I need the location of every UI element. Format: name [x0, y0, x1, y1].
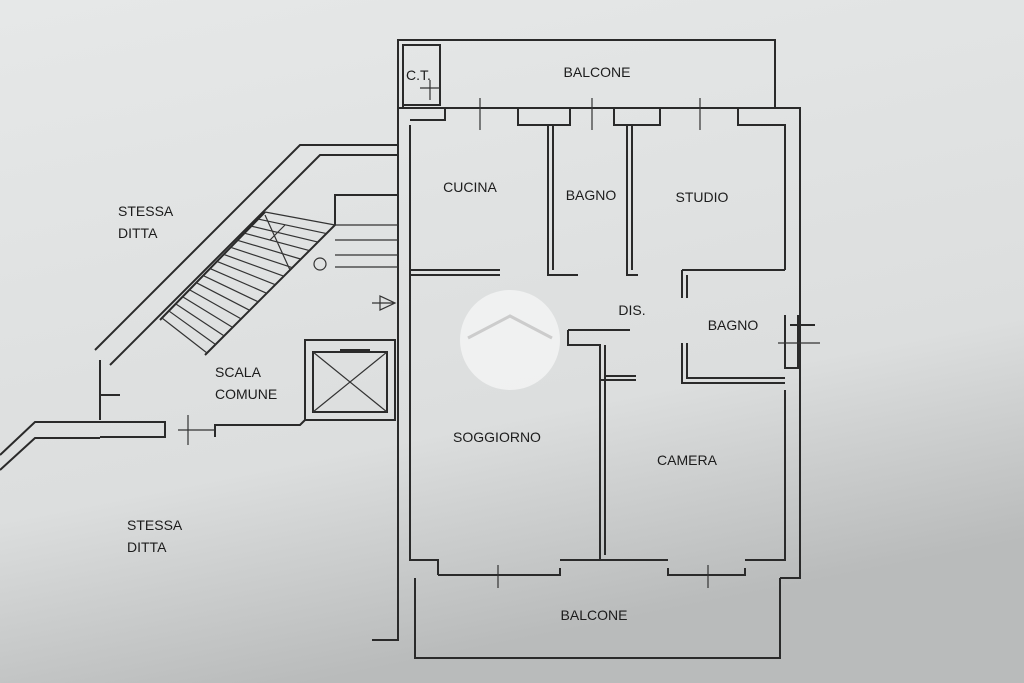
cucina-label: CUCINA [443, 179, 497, 195]
dis-label: DIS. [618, 302, 645, 318]
stair-step [202, 275, 259, 303]
soggiorno-label: SOGGIORNO [453, 429, 541, 445]
camera-label: CAMERA [657, 452, 718, 468]
stessa-ditta-bottom-line2: DITTA [127, 539, 167, 555]
scala-comune-line1: SCALA [215, 364, 262, 380]
stair-step [230, 246, 293, 269]
stessa-ditta-bottom-line1: STESSA [127, 517, 183, 533]
balcone-top-label: BALCONE [564, 64, 631, 80]
stair-step [196, 282, 250, 311]
staircase [94, 144, 398, 420]
stair-step [251, 225, 319, 243]
walls [372, 39, 820, 659]
stessa-ditta-top-line1: STESSA [118, 203, 174, 219]
stair-step [237, 239, 302, 260]
stair-step [175, 303, 225, 337]
elevator [304, 339, 396, 421]
stair-step [258, 218, 327, 235]
scala-comune-line2: COMUNE [215, 386, 277, 402]
stair-step [168, 310, 216, 345]
stair-step [264, 211, 336, 226]
stair-step [209, 267, 267, 294]
watermark-logo [460, 290, 560, 390]
stair-step [182, 296, 233, 328]
stessa-ditta-top-line2: DITTA [118, 225, 158, 241]
balcone-bottom-label: BALCONE [561, 607, 628, 623]
stair-step [189, 289, 242, 320]
ct-label: C.T. [406, 67, 431, 83]
bagno-1-label: BAGNO [566, 187, 617, 203]
bagno-2-label: BAGNO [708, 317, 759, 333]
common-corridor [0, 290, 399, 471]
studio-label: STUDIO [676, 189, 729, 205]
stair-step [161, 317, 208, 354]
stair-step [223, 253, 285, 277]
stair-step [216, 260, 276, 286]
